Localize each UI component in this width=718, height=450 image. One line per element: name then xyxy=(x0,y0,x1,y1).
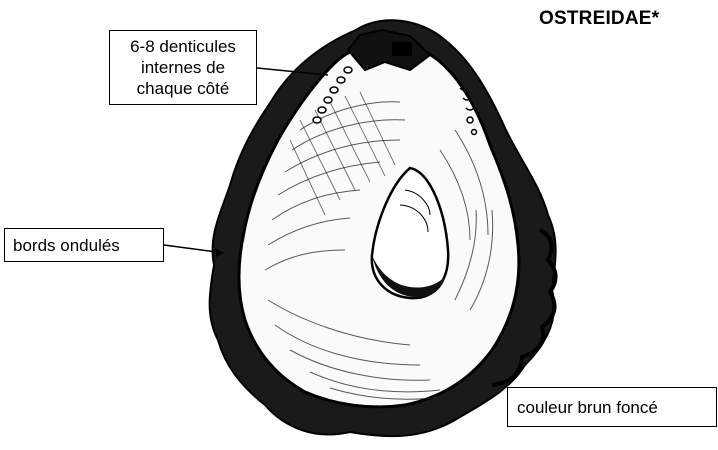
label-bords: bords ondulés xyxy=(4,228,164,262)
label-denticules-line-1: 6-8 denticules xyxy=(110,36,256,57)
label-denticules-line-3: chaque côté xyxy=(110,78,256,99)
label-couleur: couleur brun foncé xyxy=(507,387,717,427)
taxon-title: OSTREIDAE* xyxy=(539,8,659,30)
label-denticules: 6-8 denticules internes de chaque côté xyxy=(109,30,257,105)
label-denticules-line-2: internes de xyxy=(110,57,256,78)
hinge-ligament xyxy=(392,42,412,56)
